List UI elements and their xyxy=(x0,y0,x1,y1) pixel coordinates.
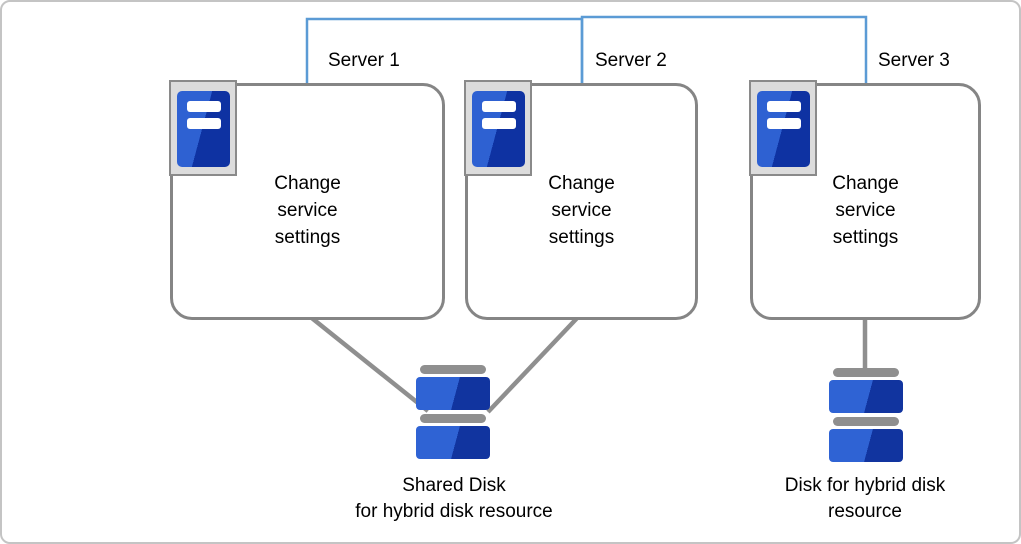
action-line: settings xyxy=(548,227,615,248)
disk-cap xyxy=(833,417,899,426)
server-tower-icon xyxy=(749,80,817,176)
disk-cap xyxy=(833,368,899,377)
server-tower-front xyxy=(757,91,810,167)
hybrid-disk-label: Disk for hybrid disk resource xyxy=(705,473,1019,525)
action-line: settings xyxy=(274,227,341,248)
server-drive-slot xyxy=(187,118,221,129)
server-tower-front xyxy=(177,91,230,167)
disk-cap xyxy=(420,414,486,423)
action-line: Change xyxy=(548,173,615,194)
server-drive-slot xyxy=(767,118,801,129)
action-line: service xyxy=(277,200,338,221)
server-drive-slot xyxy=(767,101,801,112)
server2-label: Server 2 xyxy=(595,50,667,71)
action-line: settings xyxy=(832,227,899,248)
disk-stack-icon-shared xyxy=(416,365,490,459)
disk-platter xyxy=(416,377,490,410)
server3-action-text: Change service settings xyxy=(753,170,978,251)
disk-platter xyxy=(829,380,903,413)
disk-link-line-server1 xyxy=(306,313,430,413)
server1-label: Server 1 xyxy=(328,50,400,71)
disk-label-line: Disk for hybrid disk xyxy=(784,475,946,496)
disk-platter xyxy=(829,429,903,462)
server-drive-slot xyxy=(482,101,516,112)
server-tower-front xyxy=(472,91,525,167)
server-drive-slot xyxy=(482,118,516,129)
disk-label-line: for hybrid disk resource xyxy=(355,501,553,522)
action-line: service xyxy=(835,200,896,221)
disk-label-line: Shared Disk xyxy=(402,475,506,496)
server-tower-icon xyxy=(464,80,532,176)
disk-label-line: resource xyxy=(828,501,902,522)
disk-cap xyxy=(420,365,486,374)
disk-link-line-server2 xyxy=(486,313,582,414)
server-tower-icon xyxy=(169,80,237,176)
action-line: Change xyxy=(832,173,899,194)
server-drive-slot xyxy=(187,101,221,112)
shared-disk-label: Shared Disk for hybrid disk resource xyxy=(294,473,614,525)
action-line: service xyxy=(551,200,612,221)
action-line: Change xyxy=(274,173,341,194)
disk-platter xyxy=(416,426,490,459)
server1-action-text: Change service settings xyxy=(173,170,442,251)
disk-stack-icon-single xyxy=(829,368,903,462)
server2-action-text: Change service settings xyxy=(468,170,695,251)
server3-label: Server 3 xyxy=(878,50,950,71)
network-bus-line-server2-server3 xyxy=(580,15,868,86)
